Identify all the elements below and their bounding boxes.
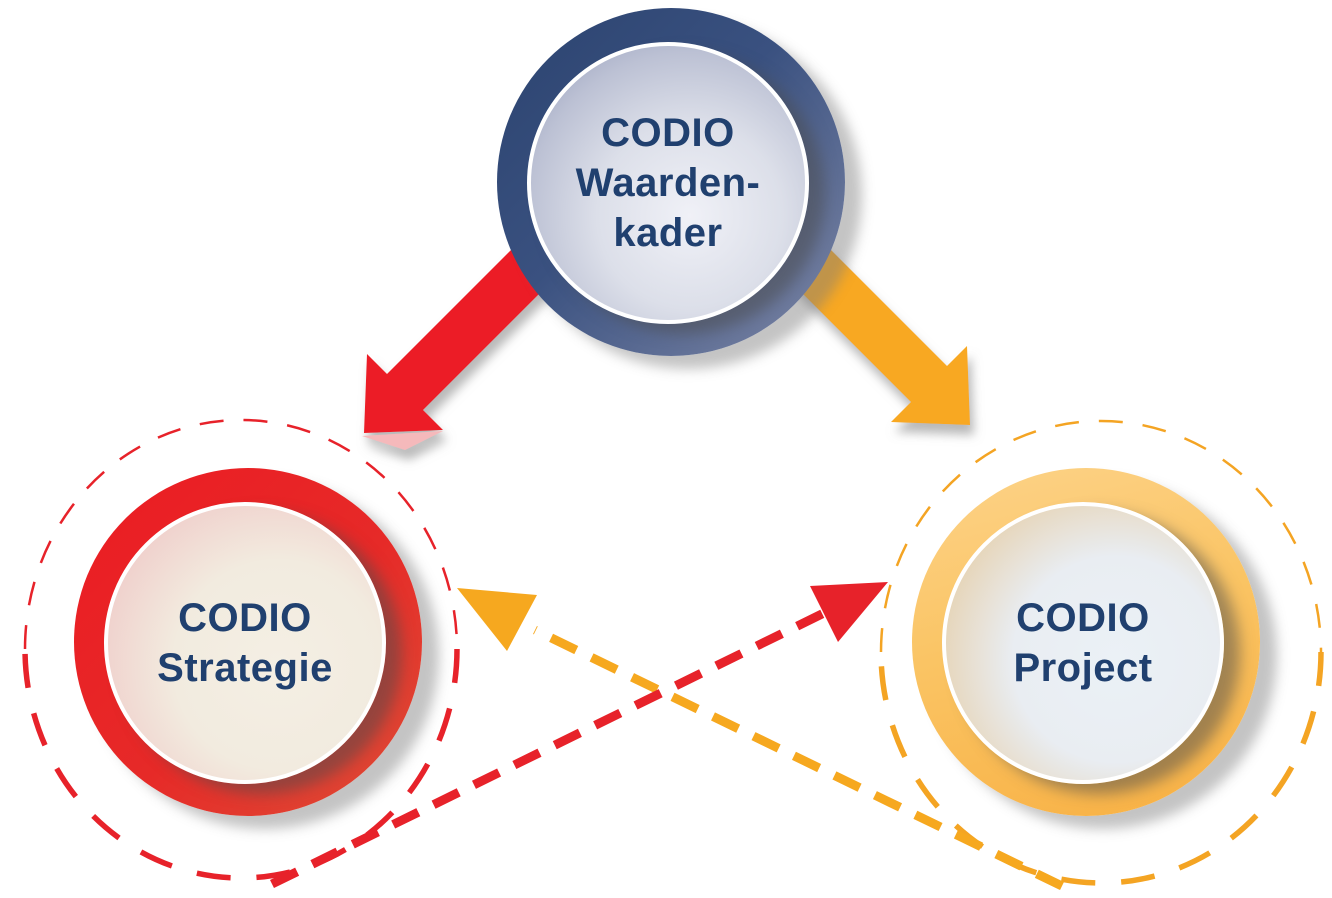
node-waardenkader: CODIO Waarden- kader bbox=[497, 8, 845, 356]
node-project-label: CODIO Project bbox=[1013, 593, 1152, 693]
dashed-yellow-arrowhead bbox=[457, 588, 537, 651]
node-project-line2: Project bbox=[1013, 646, 1153, 690]
solid-red-arrow-fold bbox=[362, 431, 443, 450]
node-strategie: CODIO Strategie bbox=[74, 468, 422, 816]
node-project: CODIO Project bbox=[912, 468, 1260, 816]
node-strategie-face: CODIO Strategie bbox=[104, 502, 386, 784]
solid-yellow-arrow bbox=[777, 232, 970, 425]
node-waardenkader-line1: CODIO bbox=[601, 111, 735, 155]
node-project-line1: CODIO bbox=[1016, 596, 1150, 640]
node-strategie-line2: Strategie bbox=[157, 646, 333, 690]
dashed-red-arrowhead bbox=[810, 582, 888, 642]
node-waardenkader-line3: kader bbox=[613, 211, 723, 255]
node-project-face: CODIO Project bbox=[942, 502, 1224, 784]
dashed-red-loop bbox=[22, 418, 460, 881]
dashed-red-arrow bbox=[270, 582, 888, 889]
node-waardenkader-label: CODIO Waarden- kader bbox=[576, 108, 761, 258]
dashed-yellow-arrow bbox=[457, 588, 1064, 891]
node-strategie-label: CODIO Strategie bbox=[157, 593, 333, 693]
solid-yellow-arrow-body bbox=[777, 232, 970, 425]
dashed-yellow-loop bbox=[878, 419, 1324, 886]
node-waardenkader-line2: Waarden- bbox=[575, 161, 761, 205]
node-waardenkader-face: CODIO Waarden- kader bbox=[527, 42, 809, 324]
node-strategie-line1: CODIO bbox=[178, 596, 312, 640]
